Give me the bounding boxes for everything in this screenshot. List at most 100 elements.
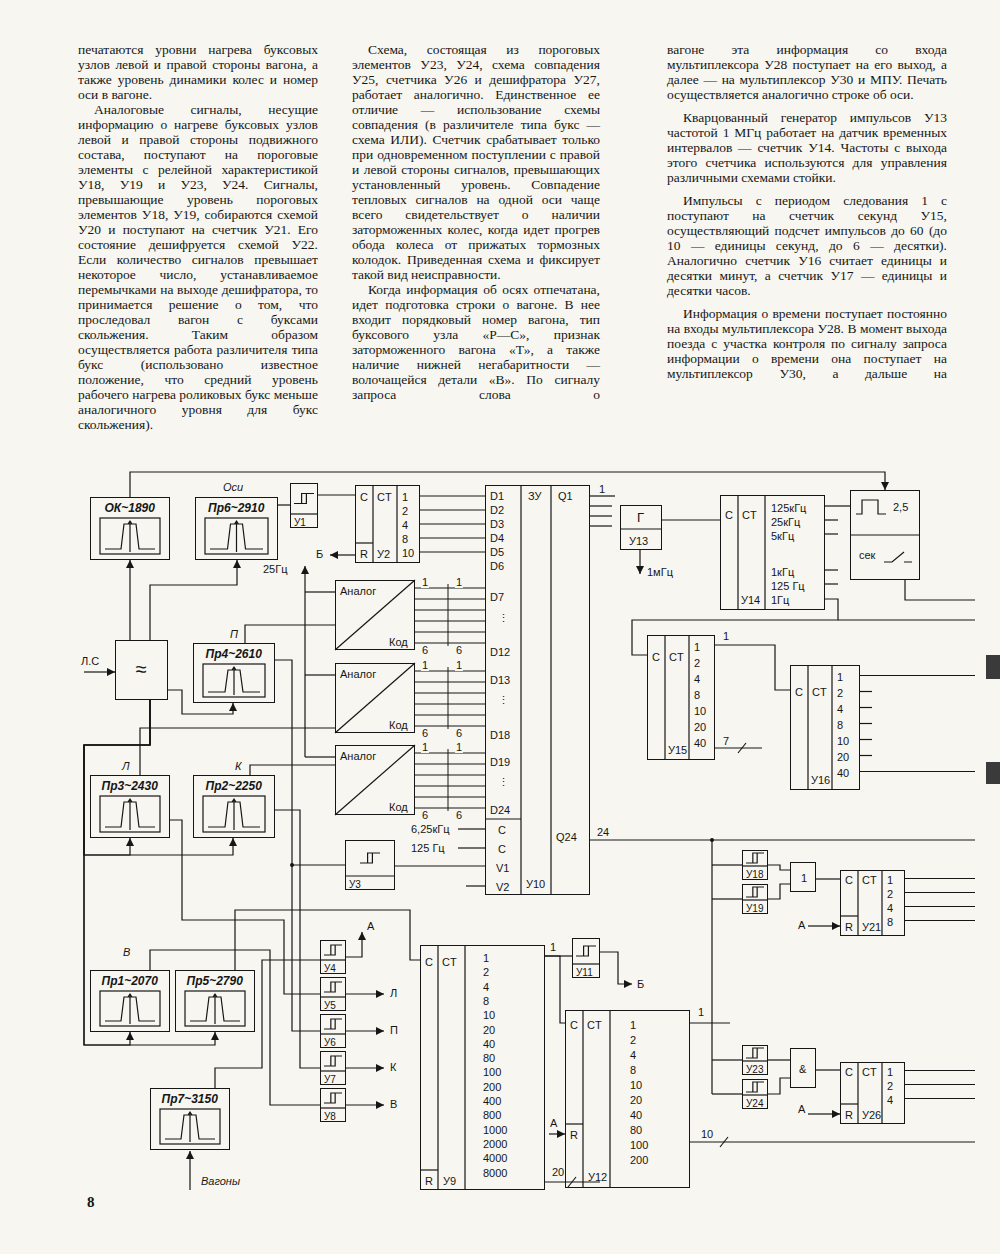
cell-divider xyxy=(831,665,832,790)
pin-label: C xyxy=(845,874,853,886)
counter-box: CCT125кГц25кГц5кГц1кГц125 Гц1ГцУ14 xyxy=(720,495,825,610)
connector xyxy=(168,690,233,714)
wire xyxy=(905,892,975,893)
pin-label: 4 xyxy=(694,673,700,685)
body-paragraph: Кварцованный генератор импульсов У13 час… xyxy=(667,110,947,185)
signal-label: 1 xyxy=(421,659,429,671)
filter-inner-frame xyxy=(203,664,265,697)
wire xyxy=(346,993,384,994)
wire xyxy=(808,925,840,926)
wire xyxy=(905,920,975,921)
cell-divider xyxy=(737,495,738,610)
signal-label: 6 xyxy=(421,644,429,656)
wire xyxy=(712,1059,742,1060)
pin-label: CT xyxy=(862,1066,877,1078)
connector xyxy=(150,560,237,640)
cell-divider xyxy=(742,1094,768,1095)
pin-label: 2 xyxy=(402,505,408,517)
threshold-element: У1 xyxy=(290,483,318,528)
converter-diagonal xyxy=(335,580,415,650)
cell-divider xyxy=(850,534,920,535)
pin-label: 200 xyxy=(630,1154,648,1166)
pin-label: C xyxy=(725,509,733,521)
pin-label: 1кГц xyxy=(771,566,794,578)
wire xyxy=(905,1070,975,1071)
pin-label: 8000 xyxy=(483,1167,507,1179)
threshold-element: У11 xyxy=(572,938,600,978)
pin-label: 1 xyxy=(483,952,489,964)
wire xyxy=(84,671,115,672)
pin-label: У4 xyxy=(324,963,336,975)
wire xyxy=(825,569,838,570)
pin-label: 2,5 xyxy=(893,501,908,513)
wire xyxy=(712,864,742,865)
cell-divider xyxy=(807,665,808,790)
pin-label: D13 xyxy=(490,674,510,686)
signal-label: Вагоны xyxy=(200,1175,241,1187)
wire xyxy=(905,906,975,907)
filter-inner-frame xyxy=(100,796,160,832)
pin-label: У10 xyxy=(526,878,545,890)
connector xyxy=(245,625,335,643)
threshold-element: У8 xyxy=(320,1088,346,1122)
pin-label: Аналог xyxy=(340,668,376,680)
filter-box: Пр1~2070 xyxy=(90,970,170,1032)
pin-label: 125 Гц xyxy=(771,580,805,592)
cell-divider xyxy=(857,870,858,936)
wire xyxy=(825,533,838,534)
bus-slash xyxy=(738,743,746,753)
pin-label: У13 xyxy=(629,535,648,547)
pin-label: У11 xyxy=(576,967,593,979)
wire xyxy=(346,932,362,957)
pin-label: 25кГц xyxy=(771,516,800,528)
page-number: 8 xyxy=(86,1194,96,1210)
pin-label: 20 xyxy=(483,1024,495,1036)
pin-label: D6 xyxy=(490,560,504,572)
body-paragraph: вагоне эта информация со входа мультипле… xyxy=(667,42,947,102)
cell-divider xyxy=(857,1062,858,1124)
pin-label: 1 xyxy=(630,1019,636,1031)
pin-label: У5 xyxy=(324,1000,336,1012)
cell-divider xyxy=(840,1103,858,1104)
hysteresis-symbol xyxy=(576,946,596,956)
hysteresis-symbol xyxy=(324,1056,342,1066)
wire xyxy=(600,952,632,984)
bandpass-symbol xyxy=(105,799,155,830)
pin-label: 8 xyxy=(837,719,843,731)
pin-label: 40 xyxy=(837,767,849,779)
pin-label: 8 xyxy=(402,533,408,545)
pin-label: 4 xyxy=(402,519,408,531)
connector xyxy=(129,560,130,640)
text-column: печатаются уровни нагрева буксовых узлов… xyxy=(78,42,318,432)
cell-divider xyxy=(437,945,438,1190)
bandpass-symbol xyxy=(105,521,155,552)
connector xyxy=(84,700,215,1045)
pin-label: Q24 xyxy=(556,831,577,843)
wire xyxy=(305,591,335,592)
pin-label: 8 xyxy=(694,689,700,701)
wire xyxy=(825,583,838,584)
box-title: Пр3~2430 xyxy=(102,780,158,792)
wire xyxy=(458,828,485,829)
pin-label: 4 xyxy=(887,1094,893,1106)
pin-label: V1 xyxy=(496,862,509,874)
pin-label: 10 xyxy=(483,1009,495,1021)
signal-label: 1 xyxy=(421,576,429,588)
pin-label: 5кГц xyxy=(771,530,794,542)
wire xyxy=(415,763,485,764)
filter-inner-frame xyxy=(185,991,245,1026)
wire xyxy=(860,723,872,724)
pin-label: У8 xyxy=(324,1111,336,1123)
connector xyxy=(715,645,790,690)
connector xyxy=(278,504,290,505)
connector xyxy=(545,956,565,1023)
wire xyxy=(415,692,485,693)
cell-divider xyxy=(520,485,521,895)
pin-label: 2 xyxy=(837,687,843,699)
wire xyxy=(304,566,305,757)
pin-label: Аналог xyxy=(340,585,376,597)
pin-label: & xyxy=(799,1063,806,1075)
threshold-element: У5 xyxy=(320,977,346,1011)
connector xyxy=(825,505,850,506)
connector xyxy=(170,820,320,994)
